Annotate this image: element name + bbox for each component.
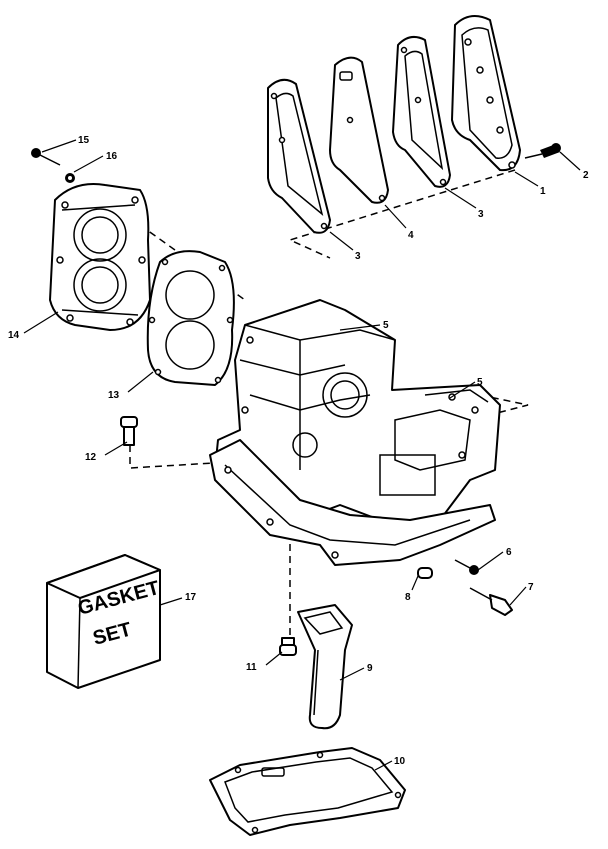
cover-plate <box>451 15 521 172</box>
callout-1: 1 <box>540 186 546 197</box>
base-gasket <box>209 747 406 836</box>
callout-8: 8 <box>405 592 411 603</box>
head-screw <box>31 148 61 166</box>
bolt-6 <box>454 559 479 575</box>
callout-13: 13 <box>108 390 120 401</box>
callout-6: 6 <box>506 547 512 558</box>
washer <box>65 173 75 183</box>
gasket-plate-upper <box>392 35 451 188</box>
callout-4: 4 <box>408 230 414 241</box>
dowel-pin <box>120 416 138 446</box>
callout-3-upper: 3 <box>478 209 484 220</box>
leader-lines <box>23 139 581 771</box>
callout-17: 17 <box>185 592 197 603</box>
cylinder-head <box>49 183 151 331</box>
callout-12: 12 <box>85 452 97 463</box>
callout-15: 15 <box>78 135 90 146</box>
bolt-7 <box>469 587 513 616</box>
callout-11: 11 <box>246 662 257 673</box>
gasket-set-box: GASKET SET <box>46 554 162 689</box>
callout-2: 2 <box>583 170 589 181</box>
callout-16: 16 <box>106 151 118 162</box>
exhaust-plate <box>329 56 389 204</box>
callout-labels: 1 2 3 4 3 5 5 6 7 8 9 10 11 12 13 14 15 … <box>8 135 589 767</box>
callout-3-lower: 3 <box>355 251 361 262</box>
callout-9: 9 <box>367 663 373 674</box>
callout-7: 7 <box>528 582 534 593</box>
cover-screw <box>524 143 561 159</box>
block-base-flange <box>209 439 496 566</box>
fitting-11 <box>279 637 297 656</box>
head-gasket <box>146 250 235 386</box>
pin-8 <box>417 567 433 579</box>
gasket-plate-lower <box>267 78 331 234</box>
callout-5-upper: 5 <box>383 320 389 331</box>
callout-5-lower: 5 <box>477 377 483 388</box>
exhaust-tube <box>297 604 353 730</box>
callout-14: 14 <box>8 330 20 341</box>
callout-10: 10 <box>394 756 406 767</box>
